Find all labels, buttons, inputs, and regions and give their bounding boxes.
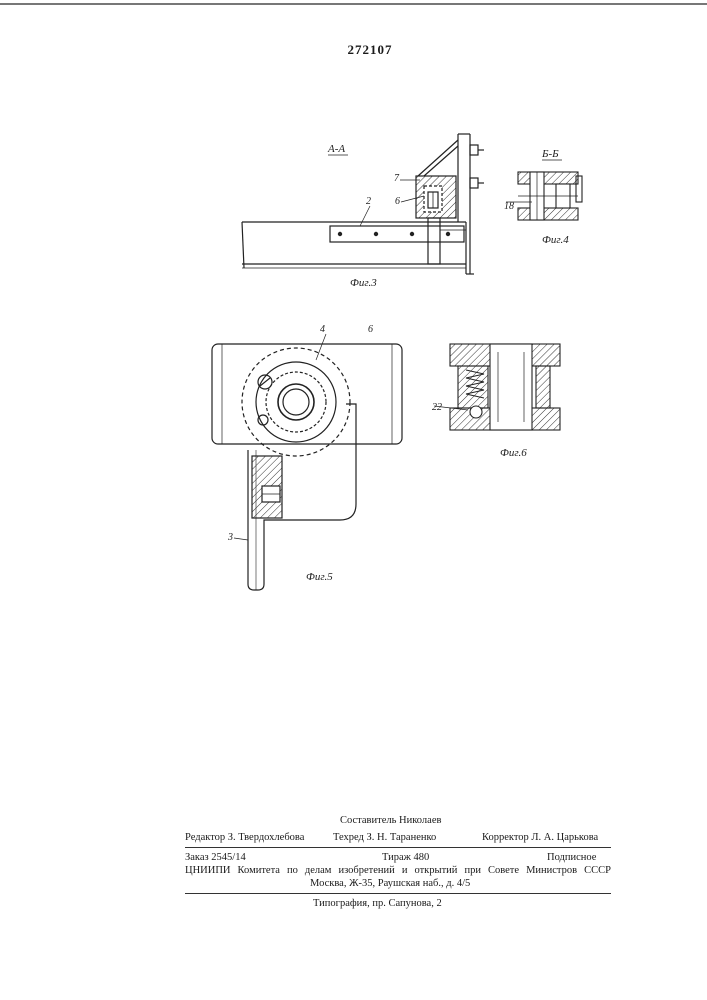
fig5-label-3: 3	[227, 532, 233, 543]
fig6-label-22: 22	[432, 402, 442, 413]
fig4-caption: Фиг.4	[542, 234, 569, 246]
circulation-line: Тираж 480	[382, 851, 429, 864]
corrector-line: Корректор Л. А. Царькова	[482, 831, 598, 844]
figure-3: А-А 2 7	[242, 134, 484, 289]
subscription-line: Подписное	[547, 851, 596, 864]
imprint-rule-top	[185, 847, 611, 848]
fig4-section-label: Б-Б	[541, 148, 559, 160]
fig3-label-7: 7	[394, 173, 400, 184]
fig6-caption: Фиг.6	[500, 447, 527, 459]
fig5-caption: Фиг.5	[306, 571, 333, 583]
figure-4: Б-Б 18 Фиг.4	[504, 148, 582, 246]
order-line: Заказ 2545/14	[185, 851, 246, 864]
fig5-label-6: 6	[368, 324, 373, 335]
printer-line: Типография, пр. Сапунова, 2	[313, 897, 442, 910]
fig5-label-4: 4	[320, 324, 325, 335]
technical-drawings: А-А 2 7	[0, 0, 707, 700]
techeditor-line: Техред З. Н. Тараненко	[333, 831, 436, 844]
compiler-line: Составитель Николаев	[340, 814, 441, 827]
address-line: Москва, Ж-35, Раушская наб., д. 4/5	[310, 877, 470, 890]
editor-line: Редактор З. Твердохлебова	[185, 831, 304, 844]
fig3-section-label: А-А	[327, 143, 345, 155]
fig3-label-2: 2	[366, 196, 371, 207]
fig3-caption: Фиг.3	[350, 277, 377, 289]
fig3-label-6: 6	[395, 196, 400, 207]
figure-5: 4 6 3 Фиг.5	[212, 324, 402, 590]
institute-line: ЦНИИПИ Комитета по делам изобретений и о…	[185, 864, 611, 877]
imprint-rule-bottom	[185, 893, 611, 894]
figure-6: 22 Фиг.6	[432, 344, 560, 459]
fig4-label-18: 18	[504, 201, 514, 212]
